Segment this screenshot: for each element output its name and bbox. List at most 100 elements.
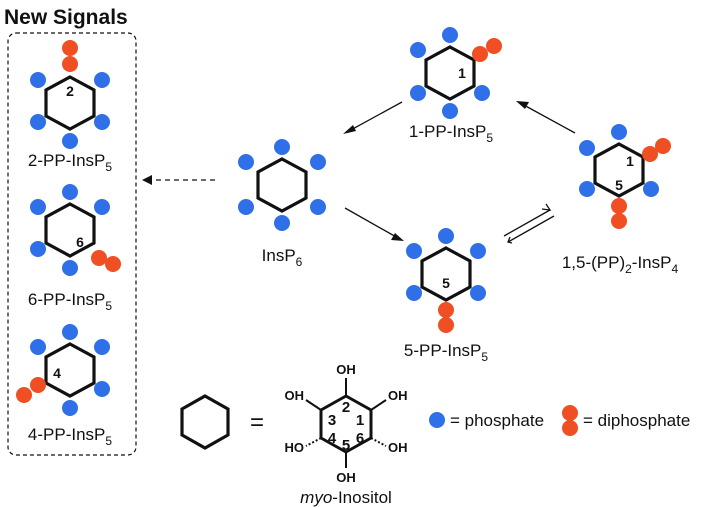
phosphate (94, 72, 110, 88)
phosphate (94, 381, 110, 397)
ring-number-5: 5 (342, 437, 350, 454)
arrow-insp6-to-5pp (344, 207, 399, 239)
phosphate (30, 114, 46, 130)
molecule-5-pp-insp5: 5 (406, 228, 486, 333)
inositol-ring (420, 246, 472, 302)
phosphate (62, 133, 78, 149)
phosphate (410, 85, 426, 101)
phosphate (438, 228, 454, 244)
phosphate (406, 285, 422, 301)
inositol-ring (256, 157, 308, 213)
diphosphate-inner (62, 56, 78, 72)
arrow-head (391, 233, 404, 241)
oh-right-bottom: OH (388, 440, 408, 455)
arrow-head (516, 101, 529, 109)
phosphate (611, 124, 627, 140)
phosphate (238, 199, 254, 215)
position-label: 2 (66, 83, 74, 99)
phosphate (30, 241, 46, 257)
legend-diphosphate-icon-top (562, 405, 578, 421)
position-label: 5 (442, 275, 450, 291)
phosphate (274, 139, 290, 155)
diphosphate-outer (16, 387, 32, 403)
molecule-6-pp-insp5: 6 (30, 184, 121, 276)
molecule-2-pp-insp5: 2 (30, 40, 110, 149)
ho-left-bottom: HO (285, 440, 305, 455)
phosphate (474, 85, 490, 101)
phosphate (274, 215, 290, 231)
position-label: 1 (458, 65, 466, 81)
reaction-arrows (142, 101, 576, 241)
ring-number-2: 2 (342, 399, 350, 416)
position-label: 4 (53, 365, 61, 381)
arrow-head (343, 125, 356, 134)
inositol-ring (424, 45, 476, 101)
phosphate (310, 154, 326, 170)
phosphate (62, 260, 78, 276)
myo-inositol-label: myo-Inositol (300, 488, 392, 507)
phosphate (238, 154, 254, 170)
oh-right-top: OH (388, 388, 408, 403)
diphosphate-inner (642, 146, 658, 162)
position-label-1: 1 (626, 153, 634, 169)
label-insp6: InsP6 (262, 246, 303, 269)
legend-phosphate-text: = phosphate (450, 411, 544, 430)
phosphate (410, 42, 426, 58)
phosphate (579, 181, 595, 197)
ring-number-3: 3 (328, 412, 336, 429)
molecule-1-pp-insp5: 1 (410, 27, 502, 119)
diphosphate-inner (472, 46, 488, 62)
arrow-head (142, 175, 152, 185)
phosphate (62, 184, 78, 200)
arrow-1pp-to-insp6 (348, 101, 403, 132)
phosphate (643, 181, 659, 197)
position-label: 6 (76, 234, 84, 250)
phosphate (62, 324, 78, 340)
phosphate (579, 140, 595, 156)
oh-bottom: OH (336, 470, 356, 485)
diphosphate-outer (105, 256, 121, 272)
phosphate (470, 243, 486, 259)
diphosphate-outer (438, 317, 454, 333)
inositol-ring (44, 202, 96, 258)
diphosphate-outer (62, 40, 78, 56)
myo-inositol-structure (305, 378, 387, 468)
oh-left-top: OH (285, 388, 305, 403)
oh-top: OH (336, 362, 356, 377)
legend-diphosphate-text: = diphosphate (583, 411, 690, 430)
position-label-5: 5 (615, 177, 623, 193)
ring-number-1: 1 (356, 412, 364, 429)
phosphate (30, 72, 46, 88)
phosphate (62, 400, 78, 416)
ring-number-4: 4 (328, 430, 337, 447)
molecule-1-5-pp2-insp4: 1 5 (579, 124, 671, 229)
diphosphate-inner (91, 250, 107, 266)
new-signals-box (7, 32, 137, 456)
molecule-insp6 (238, 139, 326, 231)
phosphate (94, 199, 110, 215)
legend-phosphate-icon (429, 412, 445, 428)
phosphate (442, 27, 458, 43)
label-6-pp-insp5: 6-PP-InsP5 (28, 290, 112, 313)
inositol-ring (44, 342, 96, 398)
legend-equals: = (250, 409, 264, 436)
diphosphate-inner (611, 198, 627, 214)
diphosphate-inner (438, 302, 454, 318)
label-1-pp-insp5: 1-PP-InsP5 (409, 122, 493, 145)
diphosphate-outer (655, 138, 671, 154)
arrow-bis-to-1pp (521, 103, 576, 134)
molecule-4-pp-insp5: 4 (16, 324, 110, 416)
diphosphate-inner (30, 377, 46, 393)
phosphate (310, 199, 326, 215)
legend-hexagon (180, 394, 230, 450)
label-1-5-pp2-insp4: 1,5-(PP)2-InsP4 (562, 253, 679, 276)
phosphate (406, 243, 422, 259)
diphosphate-outer (486, 38, 502, 54)
label-2-pp-insp5: 2-PP-InsP5 (28, 151, 112, 174)
phosphate (94, 339, 110, 355)
phosphate (30, 199, 46, 215)
phosphate (94, 114, 110, 130)
ring-number-6: 6 (356, 430, 364, 447)
inositol-ring (44, 75, 96, 131)
label-5-pp-insp5: 5-PP-InsP5 (404, 341, 488, 364)
